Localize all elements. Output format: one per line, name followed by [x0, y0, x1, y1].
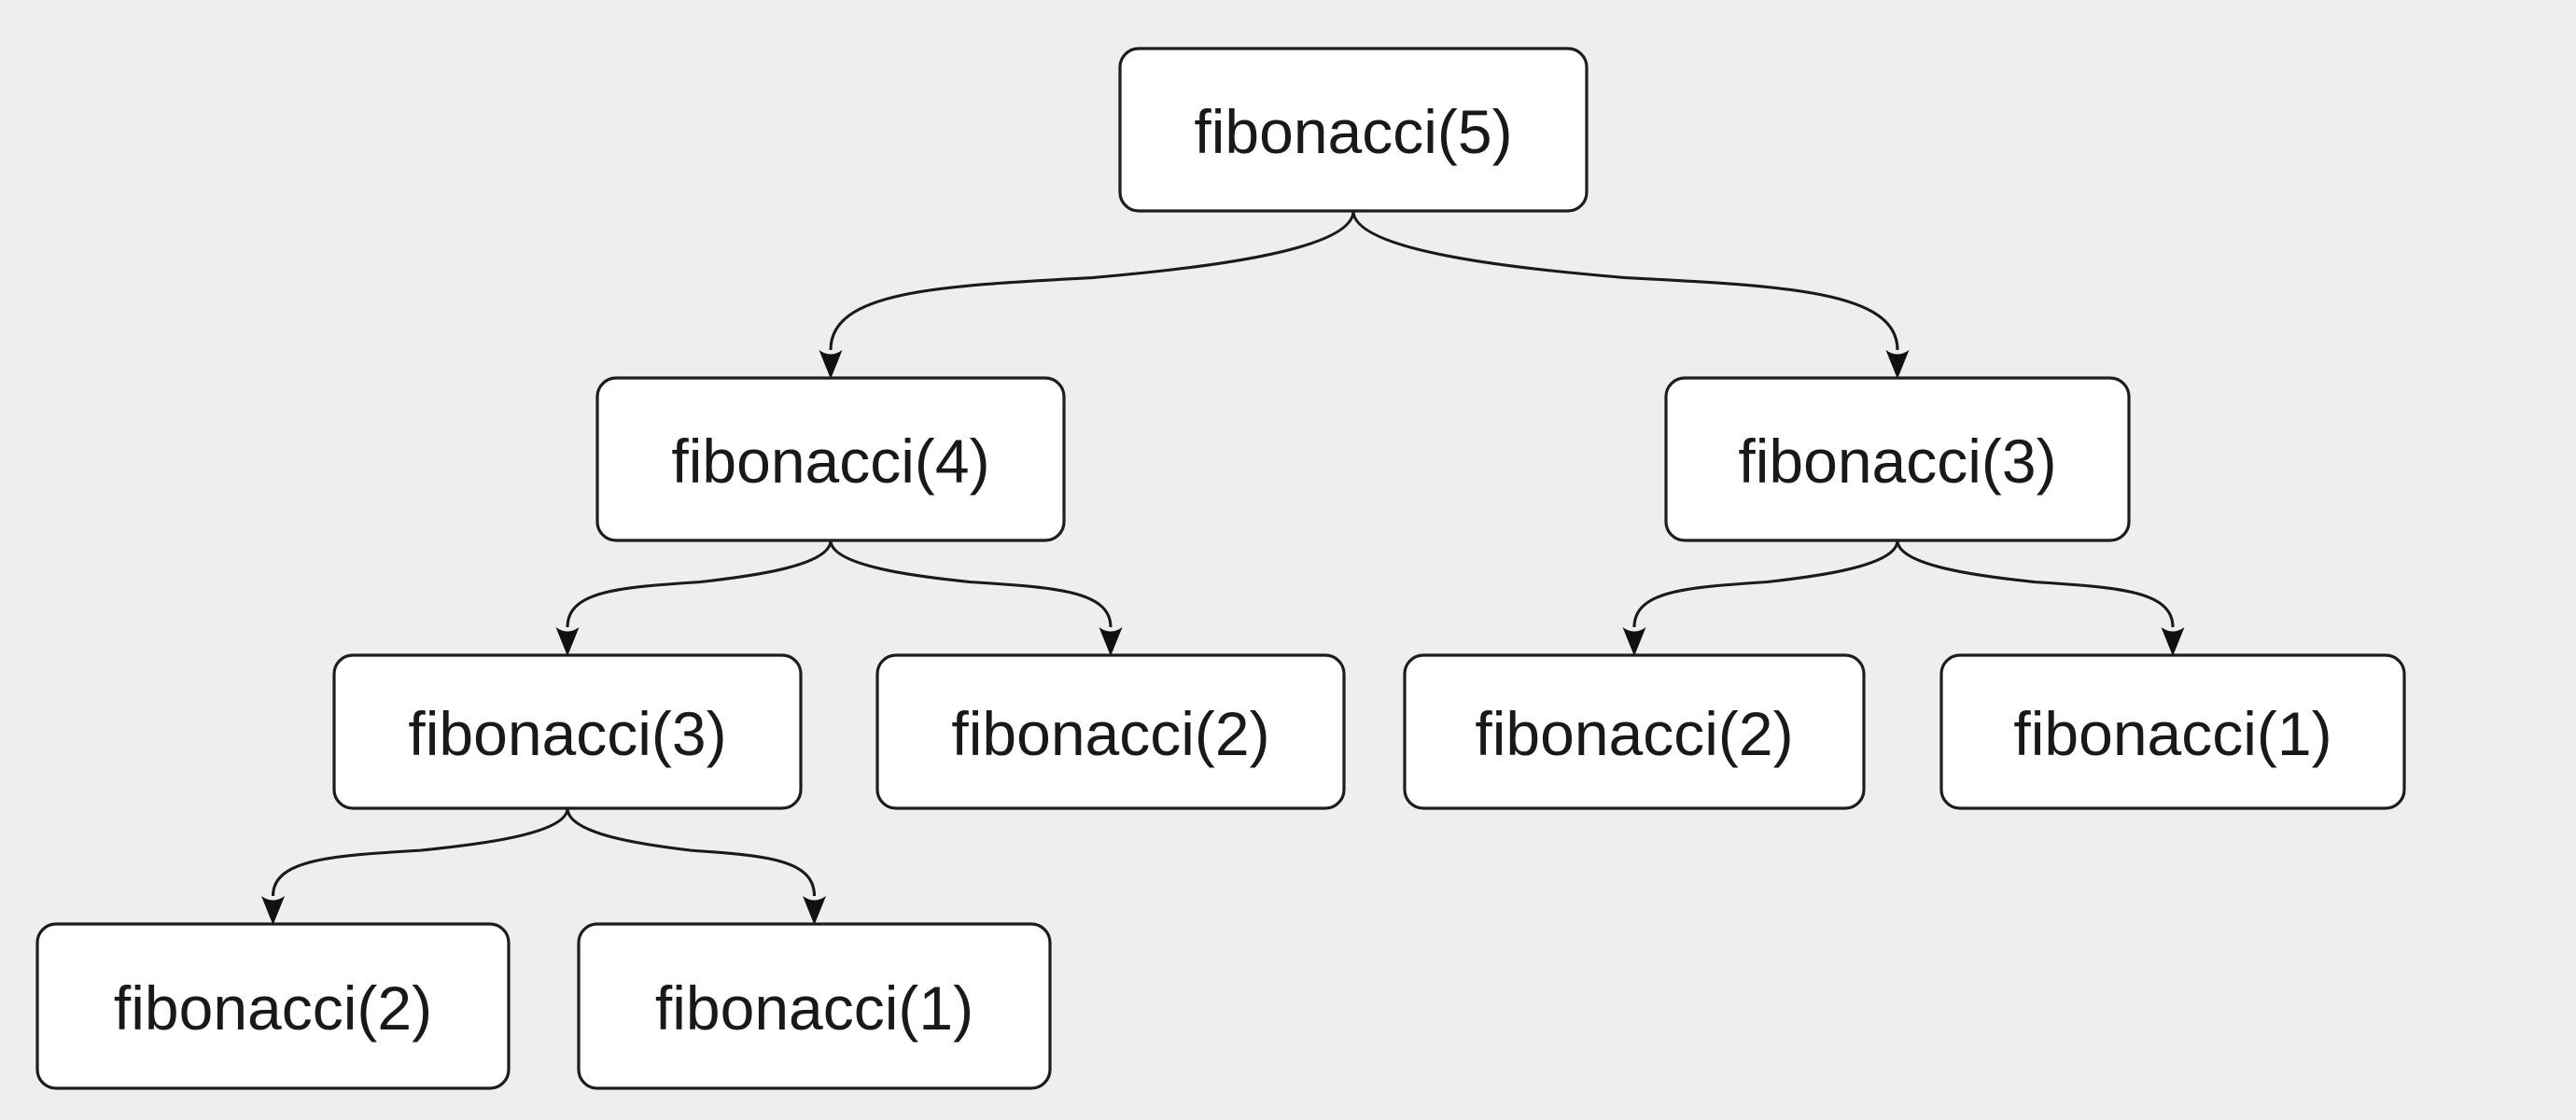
edge-n2-to-n6 [1896, 539, 2185, 656]
edge-line [829, 539, 1113, 628]
tree-node-n8[interactable]: fibonacci(1) [577, 922, 1052, 1090]
edge-line [829, 210, 1355, 351]
node-box[interactable] [595, 376, 1066, 542]
node-label: fibonacci(2) [114, 973, 432, 1043]
tree-node-n0[interactable]: fibonacci(5) [1118, 47, 1589, 213]
tree-node-n5[interactable]: fibonacci(2) [1403, 653, 1866, 810]
node-box[interactable] [875, 653, 1346, 810]
arrowhead-icon [819, 350, 843, 379]
node-label: fibonacci(1) [655, 973, 973, 1043]
arrowhead-icon [261, 896, 285, 925]
edge-line [1632, 539, 1899, 628]
arrowhead-icon [1885, 350, 1910, 379]
edge-n3-to-n8 [566, 807, 826, 925]
edge-n3-to-n7 [261, 807, 569, 925]
tree-node-n6[interactable]: fibonacci(1) [1939, 653, 2406, 810]
edge-line [1351, 210, 1899, 351]
arrowhead-icon [555, 627, 580, 656]
node-box[interactable] [1403, 653, 1866, 810]
node-label: fibonacci(2) [1475, 699, 1793, 768]
tree-node-n2[interactable]: fibonacci(3) [1664, 376, 2131, 542]
edge-n1-to-n3 [555, 539, 833, 656]
tree-node-n1[interactable]: fibonacci(4) [595, 376, 1066, 542]
edge-n2-to-n5 [1622, 539, 1899, 656]
node-box[interactable] [1118, 47, 1589, 213]
tree-node-n7[interactable]: fibonacci(2) [35, 922, 511, 1090]
arrowhead-icon [2161, 627, 2185, 656]
node-label: fibonacci(5) [1194, 97, 1512, 166]
edge-line [566, 539, 833, 628]
node-label: fibonacci(4) [671, 427, 989, 496]
node-box[interactable] [1939, 653, 2406, 810]
node-label: fibonacci(2) [951, 699, 1269, 768]
node-label: fibonacci(3) [1738, 427, 2056, 496]
arrowhead-icon [803, 896, 826, 925]
edge-line [1896, 539, 2175, 628]
nodes-layer: fibonacci(5) fibonacci(4) fibonacci(3) fibo… [35, 47, 2406, 1090]
tree-node-n3[interactable]: fibonacci(3) [332, 653, 803, 810]
arrowhead-icon [1622, 627, 1646, 656]
edge-line [271, 807, 569, 897]
edge-line [566, 807, 817, 897]
node-label: fibonacci(1) [2013, 699, 2331, 768]
edges-layer [261, 210, 2185, 925]
node-box[interactable] [332, 653, 803, 810]
node-box[interactable] [35, 922, 511, 1090]
node-box[interactable] [577, 922, 1052, 1090]
edge-n1-to-n4 [829, 539, 1123, 656]
node-box[interactable] [1664, 376, 2131, 542]
tree-node-n4[interactable]: fibonacci(2) [875, 653, 1346, 810]
edge-n0-to-n2 [1351, 210, 1910, 379]
arrowhead-icon [1099, 627, 1123, 656]
edge-n0-to-n1 [819, 210, 1355, 379]
node-label: fibonacci(3) [408, 699, 726, 768]
